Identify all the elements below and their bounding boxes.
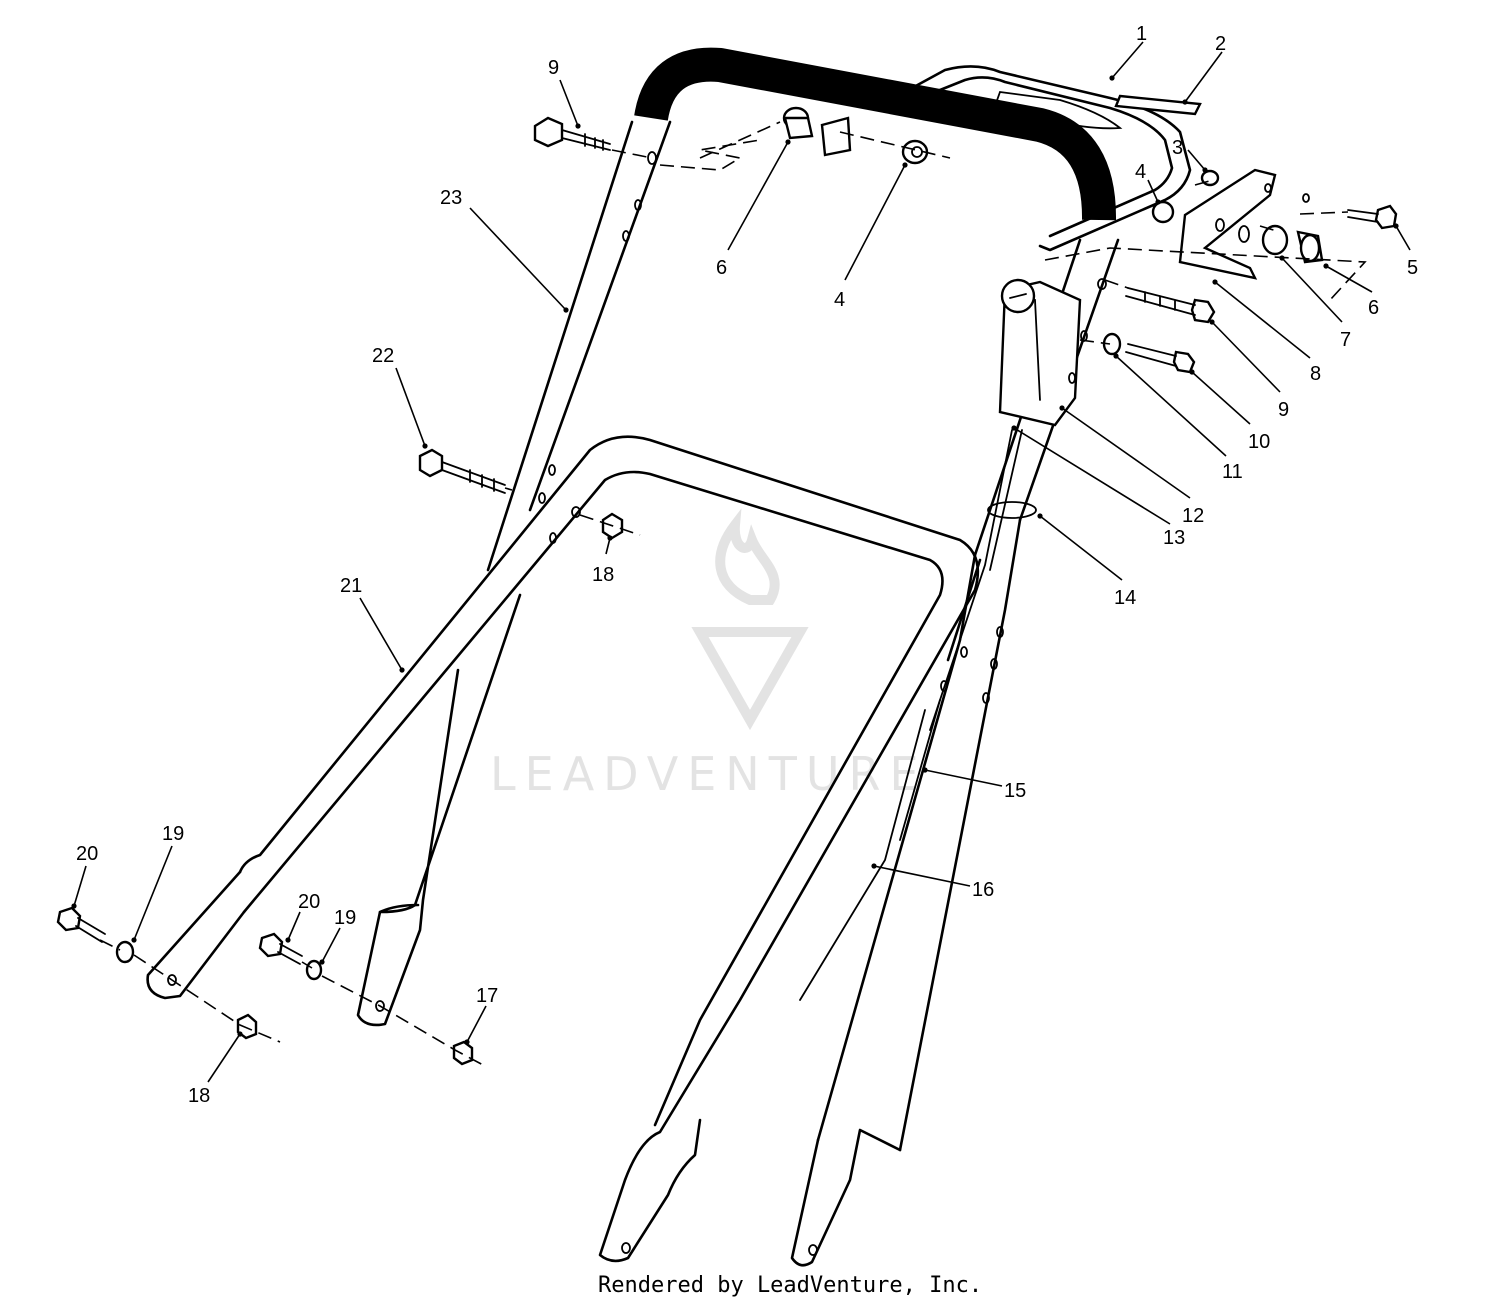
watermark-v-icon <box>691 627 809 731</box>
callout-14: 14 <box>1114 587 1136 609</box>
callout-4-right: 4 <box>1135 161 1146 183</box>
hardware <box>56 106 1398 1256</box>
callout-1: 1 <box>1136 23 1147 45</box>
callout-19-left: 19 <box>162 823 184 845</box>
upper-handle-bar <box>910 65 1202 252</box>
footer-credit: Rendered by LeadVenture, Inc. <box>598 1273 982 1298</box>
callout-16: 16 <box>972 879 994 901</box>
watermark: LEADVENTURE <box>490 508 928 801</box>
assembly-lines <box>99 121 1367 1067</box>
callout-3: 3 <box>1172 137 1183 159</box>
watermark-text: LEADVENTURE <box>490 747 928 801</box>
callout-8: 8 <box>1310 363 1321 385</box>
callout-21: 21 <box>340 575 362 597</box>
callout-20-left: 20 <box>76 843 98 865</box>
callouts: 1 2 3 4 4 5 6 6 7 8 9 9 10 11 12 13 <box>71 23 1418 1107</box>
callout-17: 17 <box>476 985 498 1007</box>
callout-15: 15 <box>1004 780 1026 802</box>
callout-12: 12 <box>1182 505 1204 527</box>
control-box <box>799 278 1082 1001</box>
callout-9-right: 9 <box>1278 399 1289 421</box>
callout-4-center: 4 <box>834 289 845 311</box>
main-handle-tubes <box>486 47 1120 1267</box>
callout-20-right: 20 <box>298 891 320 913</box>
callout-10: 10 <box>1248 431 1270 453</box>
callout-6-right: 6 <box>1368 297 1379 319</box>
callout-2: 2 <box>1215 33 1226 55</box>
callout-18-upper: 18 <box>592 564 614 586</box>
lower-handle <box>146 435 980 1263</box>
callout-7: 7 <box>1340 329 1351 351</box>
callout-9-top: 9 <box>548 57 559 79</box>
callout-18-lower: 18 <box>188 1085 210 1107</box>
callout-6-center: 6 <box>716 257 727 279</box>
callout-23: 23 <box>440 187 462 209</box>
callout-5: 5 <box>1407 257 1418 279</box>
callout-13: 13 <box>1163 527 1185 549</box>
callout-22: 22 <box>372 345 394 367</box>
watermark-flame-icon <box>715 508 780 605</box>
callout-19-right: 19 <box>334 907 356 929</box>
callout-11: 11 <box>1222 461 1243 483</box>
